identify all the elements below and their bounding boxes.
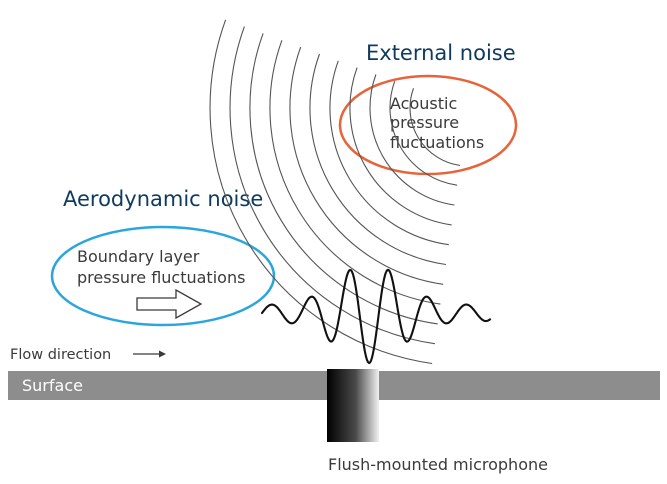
flush-mounted-microphone <box>327 369 379 442</box>
wave-arc <box>209 19 433 365</box>
wave-arc <box>269 40 441 305</box>
surface-label: Surface <box>22 376 83 395</box>
pressure-signal-waveform <box>260 268 492 365</box>
external-noise-title: External noise <box>366 41 516 65</box>
external-ellipse-line-2: pressure <box>390 113 459 132</box>
wave-arc <box>229 26 435 345</box>
flow-direction-label: Flow direction <box>10 347 111 363</box>
external-ellipse-line-1: Acoustic <box>390 94 457 113</box>
external-noise-ellipse <box>338 74 518 176</box>
wave-arc <box>369 74 455 206</box>
wave-arc <box>389 81 458 186</box>
acoustic-wave-arcs <box>209 19 460 365</box>
wave-arc <box>329 60 449 246</box>
external-ellipse-line-3: fluctuations <box>390 133 484 152</box>
aerodynamic-ellipse-line-2: pressure fluctuations <box>77 268 245 287</box>
microphone-label: Flush-mounted microphone <box>328 455 548 474</box>
wave-arc <box>249 33 438 325</box>
right-arrow-icon <box>136 288 203 320</box>
aerodynamic-noise-title: Aerodynamic noise <box>63 187 263 211</box>
wave-arc <box>309 53 447 266</box>
wave-arc <box>409 88 460 166</box>
wave-arc <box>349 67 452 226</box>
aerodynamic-noise-ellipse <box>50 225 276 327</box>
aerodynamic-ellipse-line-1: Boundary layer <box>77 247 200 266</box>
wave-arc <box>289 46 444 285</box>
flow-arrow-icon <box>133 350 166 358</box>
